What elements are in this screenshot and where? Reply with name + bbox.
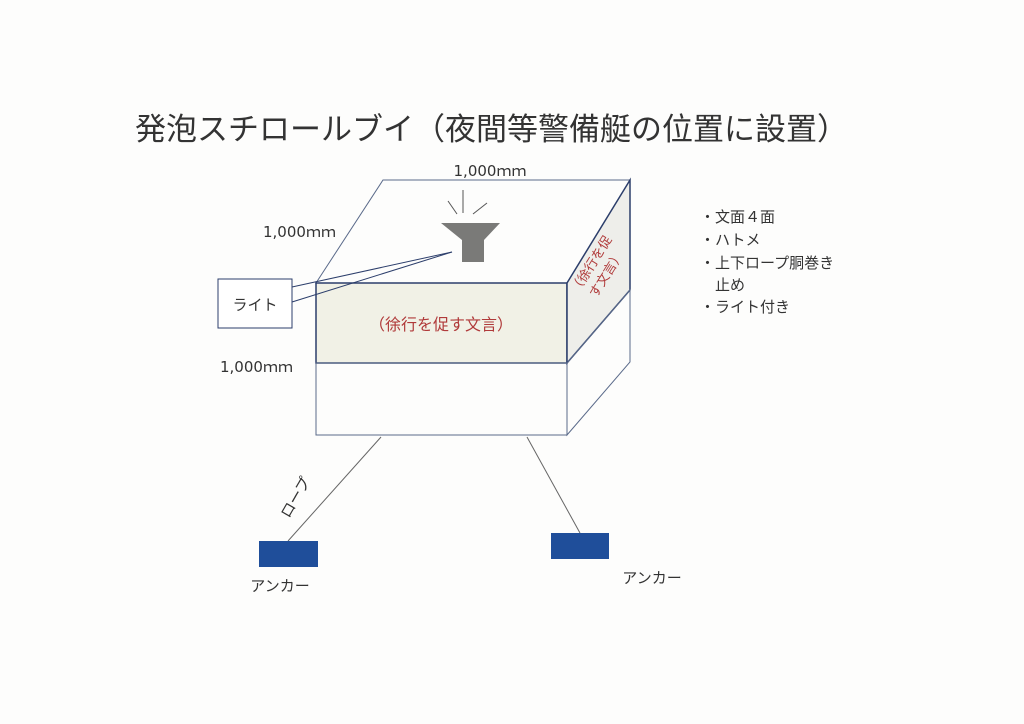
light-callout: ライト: [217, 251, 453, 329]
spec-notes: ・文面４面 ・ハトメ ・上下ロープ胴巻き 止め ・ライト付き: [700, 208, 834, 316]
note-item: ・文面４面: [700, 208, 775, 226]
buoy-box: [315, 177, 631, 437]
depth-dimension: 1,000ｍｍ: [263, 223, 336, 241]
height-dimension: 1,000ｍｍ: [220, 358, 293, 376]
front-lower-face: [315, 362, 568, 436]
anchor-right: [551, 533, 609, 559]
note-item: ・上下ロープ胴巻き: [700, 254, 834, 272]
rope-right: [526, 436, 581, 534]
rope-left: [287, 436, 382, 542]
callout-light-label: ライト: [232, 296, 277, 314]
note-item: 止め: [700, 276, 745, 294]
rope-label: ロープ: [277, 474, 315, 521]
note-item: ・ハトメ: [700, 231, 760, 249]
anchor-left-label: アンカー: [250, 577, 309, 595]
light-icon: [441, 190, 500, 262]
side-lower-face: [566, 288, 631, 437]
anchor-left: [259, 541, 318, 567]
front-band: [315, 282, 568, 364]
diagram-title: 発泡スチロールブイ（夜間等警備艇の位置に設置）: [135, 112, 848, 148]
note-item: ・ライト付き: [700, 298, 790, 316]
width-dimension: 1,000ｍｍ: [454, 162, 527, 180]
anchor-right-label: アンカー: [622, 569, 681, 587]
front-text: （徐行を促す文言）: [369, 315, 513, 334]
